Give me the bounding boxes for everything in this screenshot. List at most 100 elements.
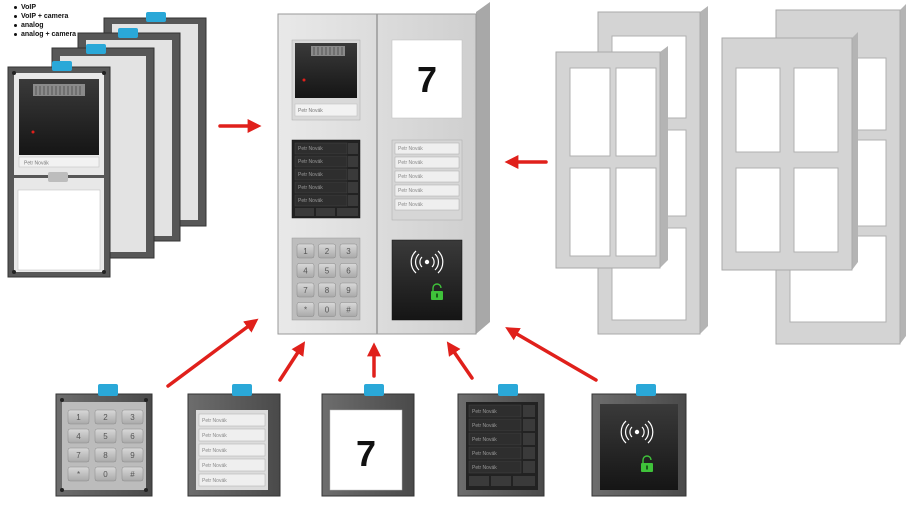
name-plate-label: Petr Novák — [472, 465, 497, 471]
name-plate-label: Petr Novák — [398, 146, 423, 152]
keypad-key-label: 2 — [325, 247, 330, 256]
keypad-key — [94, 447, 117, 463]
name-plate-label: Petr Novák — [298, 172, 323, 178]
keypad-key-label: 6 — [346, 266, 351, 275]
keypad-key — [67, 447, 90, 463]
assembly-arrows — [166, 119, 598, 388]
legend-item: analog — [14, 21, 76, 30]
red-arrow — [278, 341, 306, 382]
module-stack-front: Petr Novák — [7, 61, 111, 278]
camera-module: Petr Novák — [291, 39, 361, 121]
assembled-intercom: Petr Novák Petr Novák Petr Novák Petr No… — [277, 2, 490, 335]
display-number: 7 — [356, 433, 376, 474]
keypad-key — [121, 466, 144, 482]
red-arrow — [446, 341, 474, 380]
legend-label-voip: VoIP — [21, 4, 37, 11]
name-plate-label: Petr Novák — [472, 409, 497, 415]
keypad-key-label: 2 — [103, 413, 108, 422]
keypad-key — [94, 428, 117, 444]
keypad-key — [318, 243, 336, 259]
name-plate-label: Petr Novák — [24, 161, 49, 167]
keypad-key-label: 8 — [103, 451, 108, 460]
legend-item: VoIP — [14, 3, 76, 12]
stacked-main-modules: Petr Novák — [7, 12, 207, 278]
frame-large-front — [721, 32, 858, 271]
keypad-key-label: * — [304, 305, 307, 314]
legend-item: analog + camera — [14, 30, 76, 39]
keypad-key-label: 4 — [76, 432, 81, 441]
unlock-icon — [641, 455, 653, 472]
bottom-rfid-module — [591, 384, 687, 497]
keypad-key — [339, 263, 358, 278]
name-plate-label: Petr Novák — [398, 202, 423, 208]
legend-item: VoIP + camera — [14, 12, 76, 21]
mounting-frames — [555, 4, 906, 345]
keypad-key-label: 8 — [325, 286, 330, 295]
name-plate-label: Petr Novák — [202, 448, 227, 454]
keypad-key — [296, 243, 315, 259]
name-plate-label: Petr Novák — [472, 451, 497, 457]
keypad-key-label: 6 — [130, 432, 135, 441]
keypad-key — [67, 409, 90, 425]
name-plate-label: Petr Novák — [298, 108, 323, 114]
name-plate-label: Petr Novák — [202, 478, 227, 484]
keypad-key-label: 5 — [103, 432, 108, 441]
dark-button-rows: Petr Novák Petr Novák Petr Novák Petr No… — [294, 142, 358, 216]
keypad-key — [296, 263, 315, 278]
keypad-key-label: 9 — [346, 286, 351, 295]
keypad-key-label: 3 — [346, 247, 351, 256]
keypad-key — [121, 409, 144, 425]
keypad-key-label: # — [130, 470, 135, 479]
unlock-icon — [431, 283, 443, 300]
name-plate-label: Petr Novák — [202, 463, 227, 469]
keypad-key — [67, 466, 90, 482]
name-plate-label: Petr Novák — [298, 198, 323, 204]
name-plate-label: Petr Novák — [398, 174, 423, 180]
name-plate-label: Petr Novák — [398, 188, 423, 194]
legend-label-analog-camera: analog + camera — [21, 31, 77, 38]
rfid-module — [391, 239, 463, 321]
keypad-key-label: 7 — [76, 451, 81, 460]
keypad-key-label: 0 — [103, 470, 108, 479]
frame-small-front — [555, 46, 668, 269]
camera-icon — [302, 78, 306, 82]
name-plate-label: Petr Novák — [472, 437, 497, 443]
keypad-key — [339, 302, 358, 317]
name-plate-label: Petr Novák — [298, 159, 323, 165]
bottom-light-button-module: Petr Novák Petr Novák Petr Novák Petr No… — [187, 384, 281, 497]
name-plate-label: Petr Novák — [202, 433, 227, 439]
red-arrow — [505, 327, 598, 382]
keypad-key-label: 7 — [303, 286, 308, 295]
keypad-key — [121, 447, 144, 463]
bottom-dark-button-module: Petr Novák Petr Novák Petr Novák Petr No… — [457, 384, 545, 497]
keypad-key-label: 5 — [325, 266, 330, 275]
keypad-key — [296, 282, 315, 298]
keypad-key — [318, 302, 336, 317]
keypad-key — [94, 466, 117, 482]
keypad-key-label: 4 — [303, 266, 308, 275]
keypad-key-label: 0 — [325, 305, 330, 314]
display-module: 7 — [391, 39, 463, 119]
keypad-key — [67, 428, 90, 444]
display-number: 7 — [417, 59, 437, 100]
red-arrow — [166, 318, 259, 388]
keypad-key — [296, 302, 315, 317]
keypad-key — [318, 282, 336, 298]
name-plate-label: Petr Novák — [398, 160, 423, 166]
keypad-key — [339, 243, 358, 259]
keypad-key-label: 1 — [76, 413, 81, 422]
keypad-key-label: * — [77, 470, 80, 479]
dark-button-module: Petr Novák Petr Novák Petr Novák Petr No… — [291, 139, 361, 219]
keypad-key — [318, 263, 336, 278]
legend-label-analog: analog — [21, 22, 44, 29]
legend: VoIP VoIP + camera analog analog + camer… — [14, 3, 76, 39]
keypad-key-label: # — [346, 305, 351, 314]
keypad-key-label: 3 — [130, 413, 135, 422]
keypad-key — [121, 428, 144, 444]
light-button-module: Petr Novák Petr Novák Petr Novák Petr No… — [391, 139, 463, 221]
